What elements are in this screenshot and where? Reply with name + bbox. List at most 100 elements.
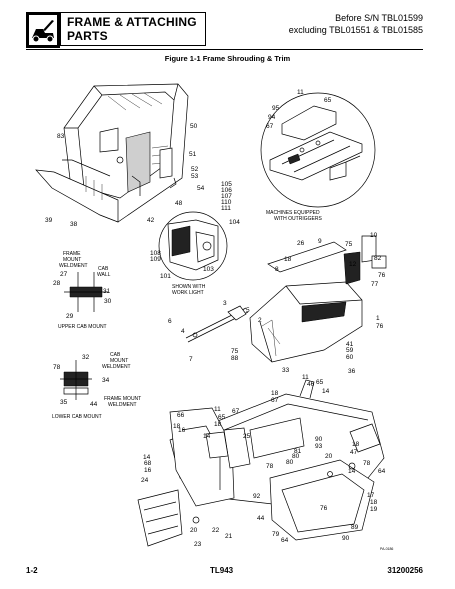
callout-c93: 17 xyxy=(367,492,375,499)
callout-c35: 77 xyxy=(371,281,379,288)
serial-range: Before S/N TBL01599 excluding TBL01551 &… xyxy=(289,12,423,36)
callout-c83: 20 xyxy=(190,527,198,534)
callout-c27: 9 xyxy=(318,238,322,245)
callout-c47: 1 xyxy=(376,315,380,322)
callout-c74: 14 xyxy=(203,433,211,440)
callout-c102: 76 xyxy=(320,505,328,512)
upper-cab-mount xyxy=(64,272,108,312)
callout-c48: 76 xyxy=(376,323,384,330)
callout-c72: 65 xyxy=(218,414,226,421)
callout-c55: 36 xyxy=(348,368,356,375)
callout-c51: 60 xyxy=(346,354,354,361)
section-title-box: FRAME & ATTACHING PARTS xyxy=(60,12,206,46)
callout-c15: 111 xyxy=(221,205,231,212)
callout-c43: 6 xyxy=(168,318,172,325)
callout-c71: 67 xyxy=(232,408,240,415)
callout-c44: 4 xyxy=(181,328,185,335)
caption-frame-mount-3: WELDMENT xyxy=(59,263,88,269)
callout-c53: 88 xyxy=(231,355,239,362)
callout-c100: 79 xyxy=(272,531,280,538)
callout-c29: 10 xyxy=(370,232,378,239)
lower-cab-mount xyxy=(60,360,92,400)
callout-c05: 53 xyxy=(191,173,199,180)
jlg-logo-icon xyxy=(26,12,60,48)
callout-c28: 75 xyxy=(345,241,353,248)
callout-c16: 104 xyxy=(229,219,240,226)
callout-c17: 108 xyxy=(150,250,161,257)
callout-c89: 47 xyxy=(350,449,358,456)
caption-frame-mount-1: FRAME xyxy=(63,251,81,257)
grab-handle xyxy=(185,305,249,343)
callout-c54: 33 xyxy=(282,367,290,374)
callout-c08: 38 xyxy=(70,221,78,228)
serial-line-2: excluding TBL01551 & TBL01585 xyxy=(288,25,423,35)
callout-c39: 30 xyxy=(104,298,112,305)
callout-c34: 76 xyxy=(378,272,386,279)
callout-c68: 66 xyxy=(177,412,185,419)
footer-part-number: 31200256 xyxy=(387,566,423,575)
callout-c30: 18 xyxy=(284,256,292,263)
callout-c41: 3 xyxy=(223,300,227,307)
callout-c31: 8 xyxy=(275,266,279,273)
caption-upper-cab-mount: UPPER CAB MOUNT xyxy=(58,324,107,330)
callout-c26: 26 xyxy=(297,240,305,247)
page-header: FRAME & ATTACHING PARTS Before S/N TBL01… xyxy=(26,12,423,48)
callout-c96: 89 xyxy=(351,524,359,531)
outrigger-detail xyxy=(260,92,376,208)
callout-c78: 25 xyxy=(243,433,251,440)
caption-cab-mount-1: CAB xyxy=(110,352,121,358)
callout-c57: 78 xyxy=(53,364,61,371)
callout-c81: 21 xyxy=(225,533,233,540)
work-light-detail xyxy=(158,211,228,281)
callout-c85: 93 xyxy=(315,443,323,450)
callout-c73: 18 xyxy=(214,421,222,428)
caption-frame-mount-b-2: WELDMENT xyxy=(108,402,137,408)
callout-c95: 19 xyxy=(370,506,378,513)
header-rule xyxy=(26,49,423,50)
callout-labels: 8350515253543938424810510610711011110410… xyxy=(45,89,386,548)
callout-c21: 11 xyxy=(297,89,304,96)
callout-c52: 75 xyxy=(231,348,239,355)
callout-c94: 18 xyxy=(370,499,378,506)
callout-c22: 95 xyxy=(272,105,280,112)
callout-c104: 81 xyxy=(294,448,302,455)
callout-c79: 24 xyxy=(141,477,149,484)
callout-c66: 67 xyxy=(271,397,279,404)
callout-c84: 90 xyxy=(315,436,323,443)
callout-c07: 39 xyxy=(45,217,53,224)
callout-c63: 65 xyxy=(316,379,324,386)
callout-c38: 31 xyxy=(103,288,111,295)
callout-c46: 7 xyxy=(189,356,193,363)
caption-frame-mount-b-1: FRAME MOUNT xyxy=(104,396,141,402)
callout-c37: 28 xyxy=(53,280,61,287)
callout-c67: 18 xyxy=(173,423,181,430)
callout-c64: 14 xyxy=(322,388,330,395)
caption-work-light-2: WORK LIGHT xyxy=(172,290,204,296)
callout-c58: 34 xyxy=(102,377,110,384)
callout-c14: 110 xyxy=(221,199,232,206)
callout-c77: 16 xyxy=(144,467,152,474)
callout-c92: 64 xyxy=(378,468,386,475)
callout-c13: 107 xyxy=(221,193,232,200)
callout-c23: 65 xyxy=(324,97,332,104)
callout-c04: 52 xyxy=(191,166,199,173)
callout-c24: 94 xyxy=(268,114,276,121)
callout-c69: 16 xyxy=(178,427,186,434)
caption-outriggers-1: MACHINES EQUIPPED xyxy=(266,210,320,216)
callout-c09: 42 xyxy=(147,217,155,224)
caption-cab-mount-3: WELDMENT xyxy=(102,364,131,370)
caption-work-light-1: SHOWN WITH xyxy=(172,284,206,290)
callout-c36: 27 xyxy=(60,271,68,278)
captions: MACHINES EQUIPPED WITH OUTRIGGERS SHOWN … xyxy=(52,210,393,551)
callout-c10: 48 xyxy=(175,200,183,207)
callout-c50: 59 xyxy=(346,347,354,354)
callout-c42: 5 xyxy=(246,307,250,314)
callout-c82: 23 xyxy=(194,541,202,548)
caption-cab-wall-2: WALL xyxy=(97,272,111,278)
callout-c12: 106 xyxy=(221,187,232,194)
callout-c02: 50 xyxy=(190,123,198,130)
callout-c33: 82 xyxy=(374,255,382,262)
callout-c98: 92 xyxy=(253,493,261,500)
callout-c18: 109 xyxy=(150,256,161,263)
